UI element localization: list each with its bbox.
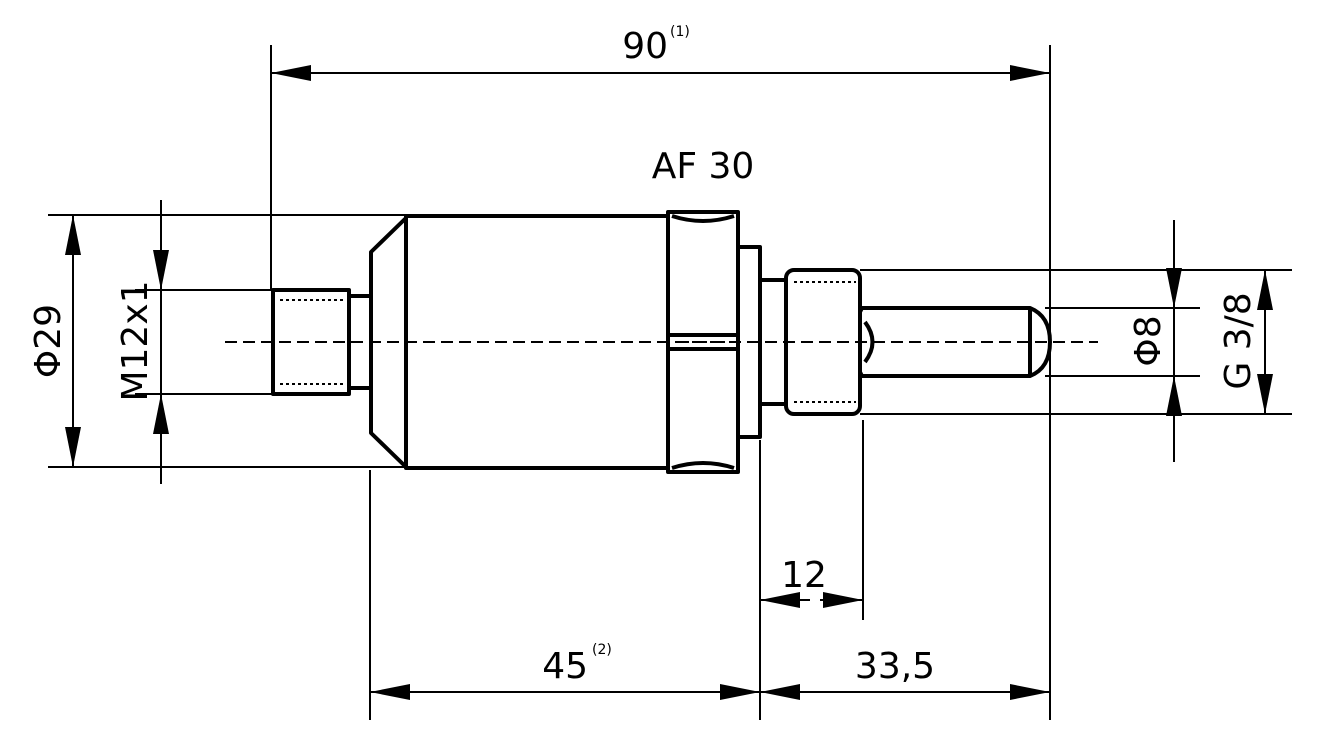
note-body-length: (2)	[592, 642, 612, 658]
label-probe-diameter: Φ8	[1128, 315, 1169, 366]
note-overall-length: (1)	[670, 24, 690, 40]
probe	[858, 306, 1052, 378]
label-process-thread: G 3/8	[1218, 292, 1259, 389]
label-connector-thread: M12x1	[115, 280, 156, 401]
label-wrench-size: AF 30	[652, 146, 755, 187]
label-probe-length: 33,5	[855, 646, 935, 687]
label-overall-length: 90	[622, 26, 668, 67]
label-thread-length: 12	[781, 555, 827, 596]
extension-lines	[48, 45, 1292, 720]
dimension-labels: 90 (1) AF 30 Φ29 M12x1 Φ8 G 3/8 12 45 (2…	[28, 24, 1259, 687]
label-housing-diameter: Φ29	[28, 304, 69, 378]
label-body-length: 45	[542, 646, 588, 687]
dimension-lines	[65, 65, 1273, 700]
